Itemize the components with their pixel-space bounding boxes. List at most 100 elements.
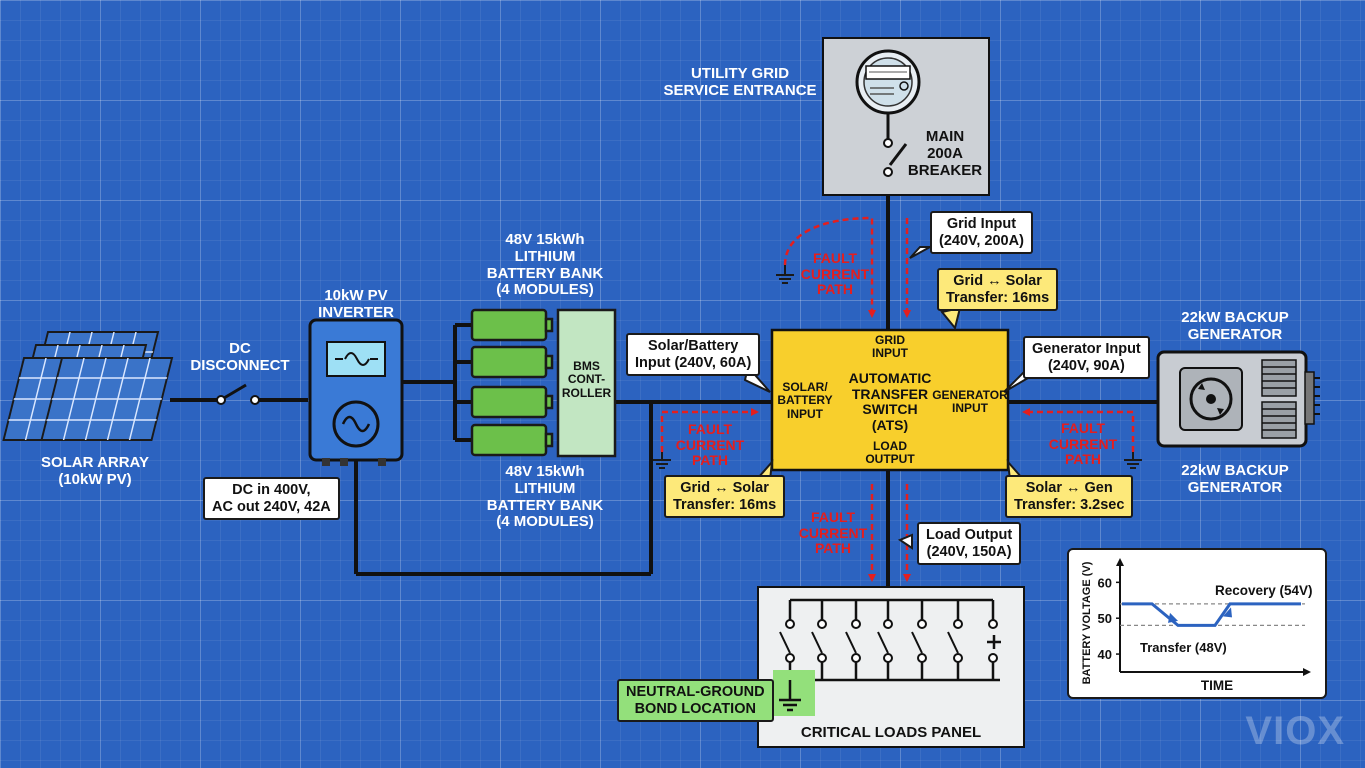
ats-load-output-label: LOAD OUTPUT (852, 439, 928, 467)
ats-gen-line2: INPUT (952, 401, 988, 416)
chart-y-tick-label: 60 (1098, 575, 1112, 590)
battery-bank-label-top: 48V 15kWh LITHIUM BATTERY BANK (4 MODULE… (470, 231, 620, 299)
ats-title: AUTOMATIC TRANSFER SWITCH (ATS) (840, 370, 940, 434)
solar-gen-line2: Transfer: 3.2sec (1014, 496, 1125, 513)
bms-controller-box (556, 308, 617, 458)
bms-line3: ROLLER (561, 385, 612, 400)
fault-right-line1: FAULT (1060, 420, 1106, 436)
solar-array-label-line2: (10kW PV) (58, 470, 132, 488)
dc-disconnect-switch-icon (216, 383, 260, 405)
generator-label-bottom: 22kW BACKUP GENERATOR (1170, 462, 1300, 497)
panel-breakers (779, 619, 1001, 663)
fault-left-line3: PATH (691, 452, 729, 469)
grid-solar-top-line2: Transfer: 16ms (946, 289, 1050, 306)
solar-panel-icon (2, 331, 174, 441)
battery-voltage-chart: 60 50 40 Recovery (54V) Transfer (48V) TIME BA… (1081, 558, 1313, 693)
battery-bottom-line3: BATTERY BANK (486, 496, 604, 514)
critical-loads-panel-label: CRITICAL LOADS PANEL (800, 724, 982, 741)
utility-line2: SERVICE ENTRANCE (663, 81, 817, 99)
chart-x-arrow (1303, 668, 1311, 676)
fault-label-top: FAULT CURRENT PATH (800, 250, 870, 298)
battery-top-line3: BATTERY BANK (486, 264, 604, 282)
fault-right-line2: CURRENT (1048, 435, 1118, 452)
inverter-label-line1: 10kW PV (324, 287, 388, 304)
solar-gen-transfer: Solar ↔ Gen Transfer: 3.2sec (1005, 475, 1134, 519)
fault-top-line3: PATH (816, 281, 854, 298)
bms-line2: CONT- (567, 372, 606, 387)
fault-label-right: FAULT CURRENT PATH (1046, 420, 1120, 468)
chart-annotation-recovery: Recovery (54V) (1215, 583, 1313, 598)
grid-solar-transfer-left: Grid ↔ Solar Transfer: 16ms (664, 475, 786, 519)
main-breaker-label: MAIN 200A BREAKER (906, 128, 984, 179)
inverter-spec-box: DC in 400V, AC out 240V, 42A (203, 477, 340, 521)
neutral-line2: BOND LOCATION (634, 700, 756, 717)
generator-label-top: 22kW BACKUP GENERATOR (1170, 309, 1300, 344)
grid-input-line1: Grid Input (946, 216, 1017, 232)
critical-loads-panel-box (757, 586, 1025, 748)
chart-down-arrow (1168, 612, 1178, 623)
chart-y-tick-label: 50 (1098, 611, 1112, 626)
battery-bottom-line1: 48V 15kWh (505, 463, 585, 480)
inverter-label-line2: INVERTER (318, 303, 394, 321)
fault-current-paths (660, 216, 1135, 582)
utility-grid-label: UTILITY GRID SERVICE ENTRANCE (660, 65, 820, 100)
chart-x-label: TIME (1201, 678, 1233, 693)
ats-generator-input-label: GENERATOR INPUT (932, 388, 1008, 416)
grid-solar-top-line1: Grid ↔ Solar (953, 273, 1042, 289)
generator-input-box: Generator Input (240V, 90A) (1023, 336, 1150, 380)
neutral-line1: NEUTRAL-GROUND (626, 684, 765, 700)
ats-title-line2: TRANSFER (851, 385, 929, 402)
ats-title-line1: AUTOMATIC (848, 370, 932, 386)
fault-label-left: FAULT CURRENT PATH (675, 421, 745, 469)
utility-meter-icon (855, 49, 921, 115)
inverter-icon (308, 318, 404, 466)
ats-box (770, 328, 1010, 472)
load-output-box: Load Output (240V, 150A) (917, 522, 1022, 566)
generator-top-line2: GENERATOR (1187, 325, 1283, 343)
fault-right-line3: PATH (1064, 451, 1102, 468)
grid-input-box: Grid Input (240V, 200A) (930, 211, 1033, 255)
ats-title-line3: SWITCH (862, 401, 918, 418)
generator-icon (1156, 350, 1320, 448)
chart-series-line (1122, 602, 1301, 627)
fault-bottom-line3: PATH (814, 540, 852, 557)
solar-battery-input-box: Solar/Battery Input (240V, 60A) (626, 333, 761, 377)
ats-solar-line3: INPUT (787, 406, 823, 421)
neutral-ground-bond-highlight (773, 670, 815, 716)
grid-solar-transfer-top: Grid ↔ Solar Transfer: 16ms (937, 268, 1059, 312)
solar-array-label-line1: SOLAR ARRAY (40, 454, 150, 471)
grid-solar-left-line1: Grid ↔ Solar (680, 480, 769, 496)
chart-annotation-transfer: Transfer (48V) (1140, 640, 1227, 655)
neutral-ground-bond-box: NEUTRAL-GROUND BOND LOCATION (617, 679, 774, 723)
battery-top-line2: LITHIUM (514, 247, 576, 265)
battery-bottom-line4: (4 MODULES) (496, 513, 594, 531)
ats-solar-line1: SOLAR/ (782, 380, 828, 394)
ats-title-line4: (ATS) (871, 417, 909, 434)
chart-y-tick-label: 40 (1098, 647, 1112, 662)
generator-bottom-line1: 22kW BACKUP (1181, 462, 1289, 479)
main-breaker-line1: MAIN (925, 128, 965, 145)
fault-left-line2: CURRENT (675, 436, 745, 453)
ats-grid-line1: GRID (875, 333, 905, 347)
fault-bottom-line2: CURRENT (798, 524, 868, 541)
ats-load-line2: OUTPUT (865, 452, 915, 467)
generator-input-line1: Generator Input (1032, 341, 1141, 357)
inverter-label: 10kW PV INVERTER (306, 287, 406, 322)
bms-label: BMS CONT- ROLLER (558, 359, 615, 400)
ats-solar-input-label: SOLAR/ BATTERY INPUT (774, 380, 836, 421)
battery-top-line4: (4 MODULES) (496, 281, 594, 299)
generator-top-line1: 22kW BACKUP (1181, 309, 1289, 326)
battery-bottom-line2: LITHIUM (514, 479, 576, 497)
ats-gen-line1: GENERATOR (932, 388, 1008, 402)
chart-y-arrow (1116, 558, 1124, 566)
main-breaker-line3: BREAKER (907, 161, 983, 179)
ats-solar-line2: BATTERY (777, 393, 833, 408)
ground-symbols (653, 265, 1142, 469)
bms-line1: BMS (573, 359, 600, 373)
generator-input-line2: (240V, 90A) (1047, 357, 1125, 374)
chart-y-label: BATTERY VOLTAGE (V) (1081, 561, 1093, 684)
fault-left-line1: FAULT (687, 421, 733, 437)
viox-watermark: VIOX (1245, 709, 1345, 753)
dc-disconnect-label: DC DISCONNECT (190, 340, 290, 374)
